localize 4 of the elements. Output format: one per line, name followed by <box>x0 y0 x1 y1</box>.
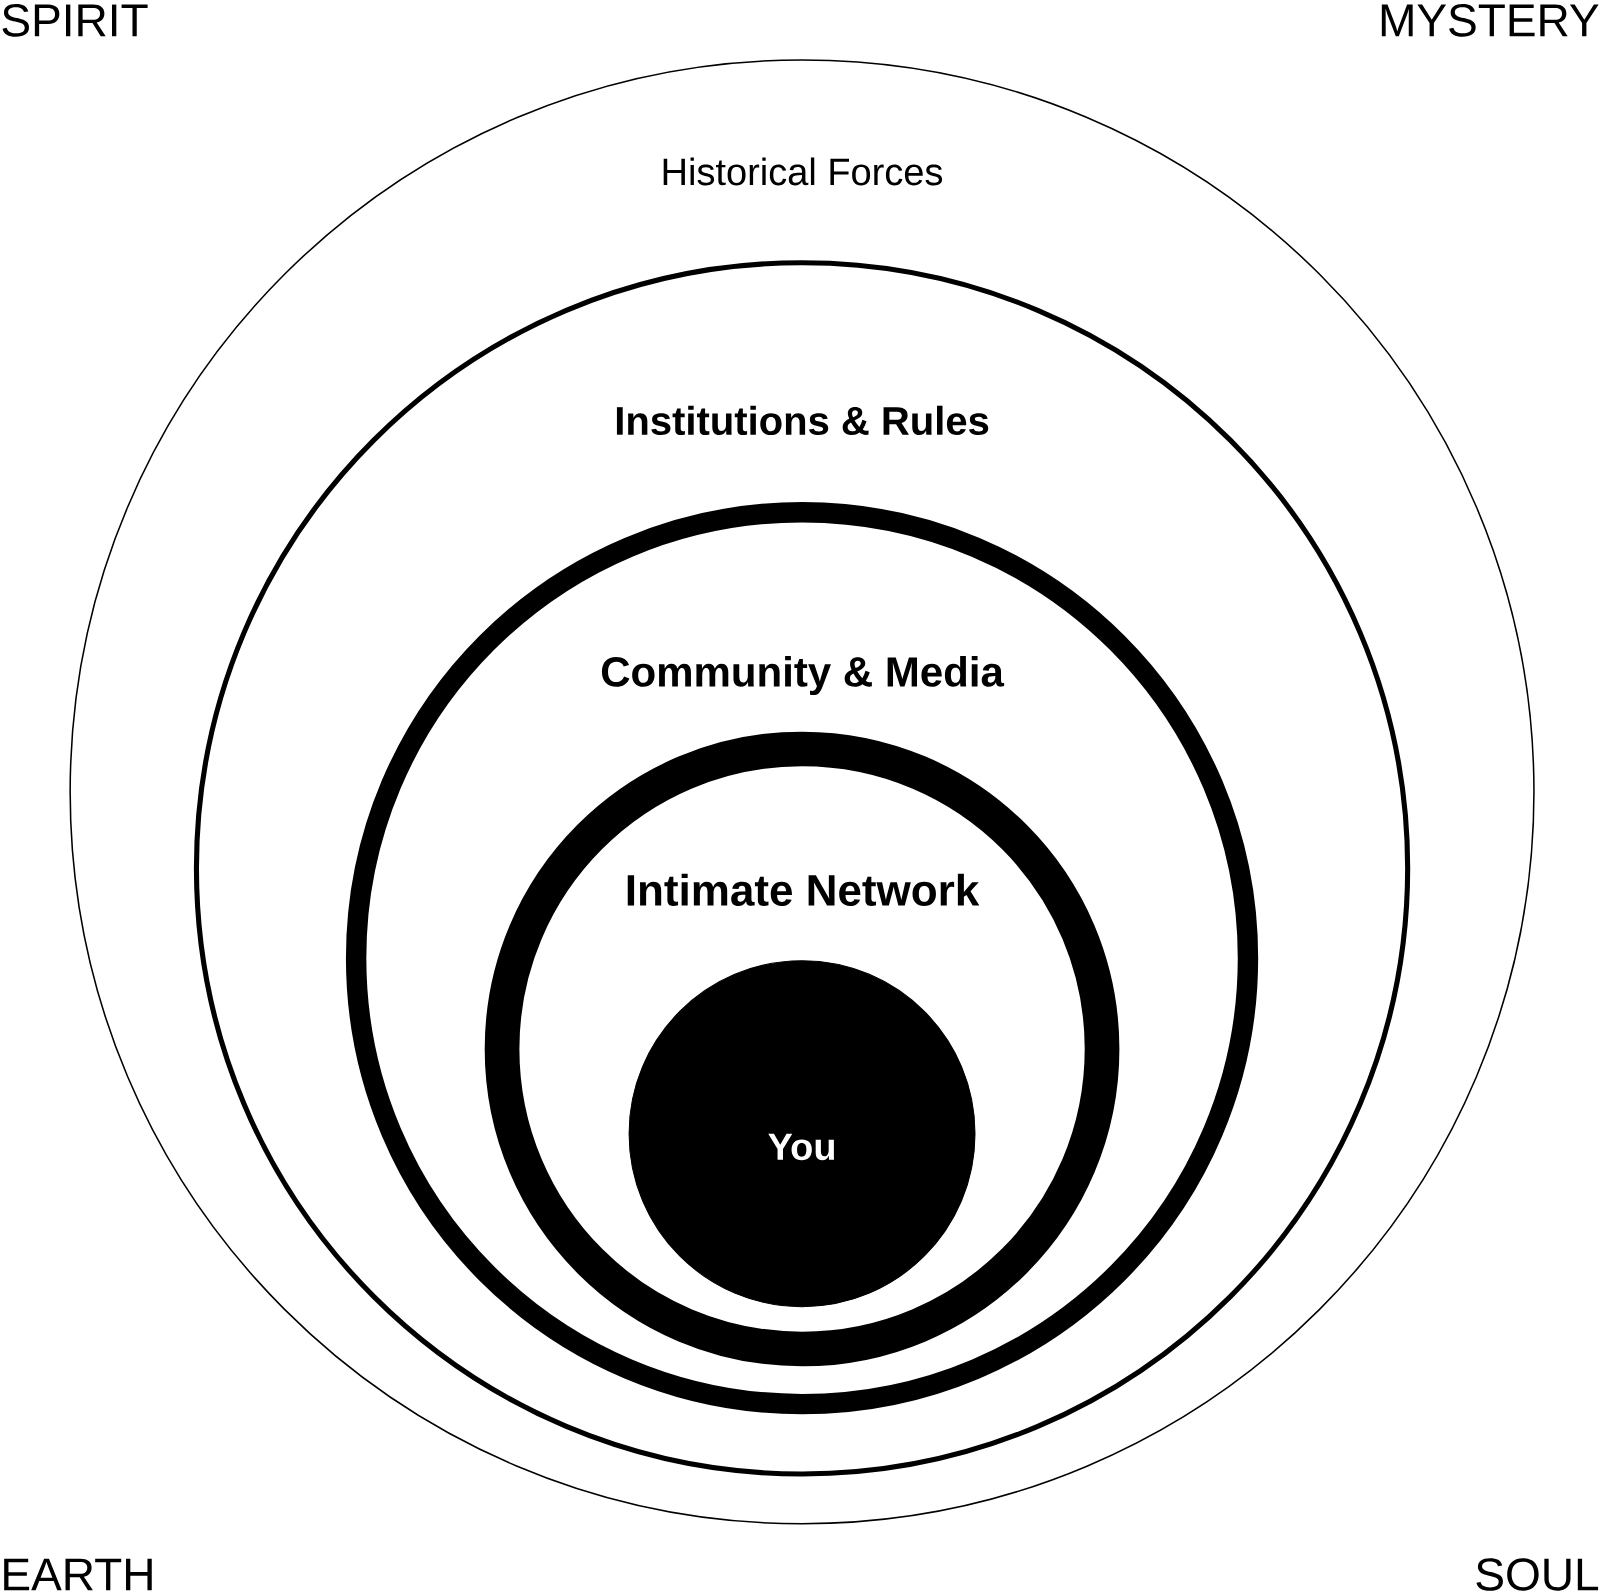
corner-label: SPIRIT <box>2 4 148 37</box>
corner-label: EARTH <box>4 1558 152 1591</box>
corner-label: MYSTERY <box>1381 4 1599 37</box>
corner-label: SOUL <box>1476 1558 1599 1591</box>
